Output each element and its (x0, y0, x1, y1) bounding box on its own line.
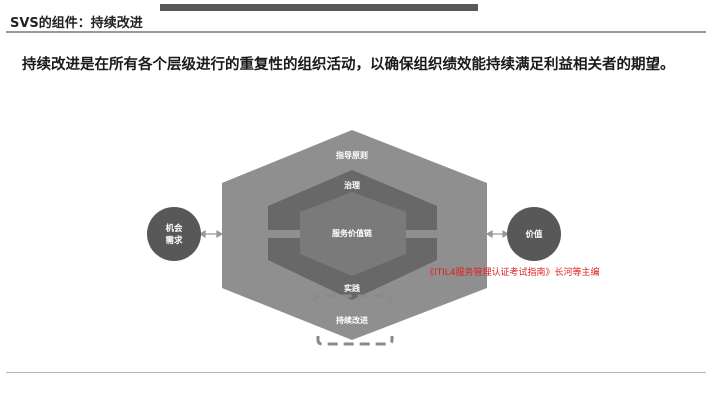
left-connector (198, 229, 224, 239)
top-decoration-bar (160, 4, 478, 11)
continual-improvement-bracket (313, 294, 394, 346)
opportunity-demand-circle (147, 207, 201, 261)
slide-title: SVS的组件：持续改进 (10, 16, 143, 31)
inner-hexagon (300, 192, 406, 276)
slide-headline: 持续改进是在所有各个层级进行的重复性的组织活动，以确保组织绩效能持续满足利益相关… (22, 57, 675, 73)
guiding-principles-label: 指导原则 (336, 150, 368, 160)
service-value-chain-label: 服务价值链 (332, 228, 373, 238)
right-circle-label: 价值 (525, 229, 543, 240)
left-circle-label-line1: 机会 (165, 223, 183, 234)
value-circle (507, 207, 561, 261)
governance-label: 治理 (344, 180, 360, 190)
left-circle-label-line2: 需求 (165, 235, 183, 246)
continual-improvement-label: 持续改进 (336, 315, 368, 325)
practices-label: 实践 (344, 283, 360, 293)
source-citation: 《ITIL4服务管理认证考试指南》长河等主编 (425, 268, 600, 278)
bottom-divider (6, 372, 706, 373)
title-divider (6, 31, 706, 33)
right-connector (485, 229, 510, 239)
